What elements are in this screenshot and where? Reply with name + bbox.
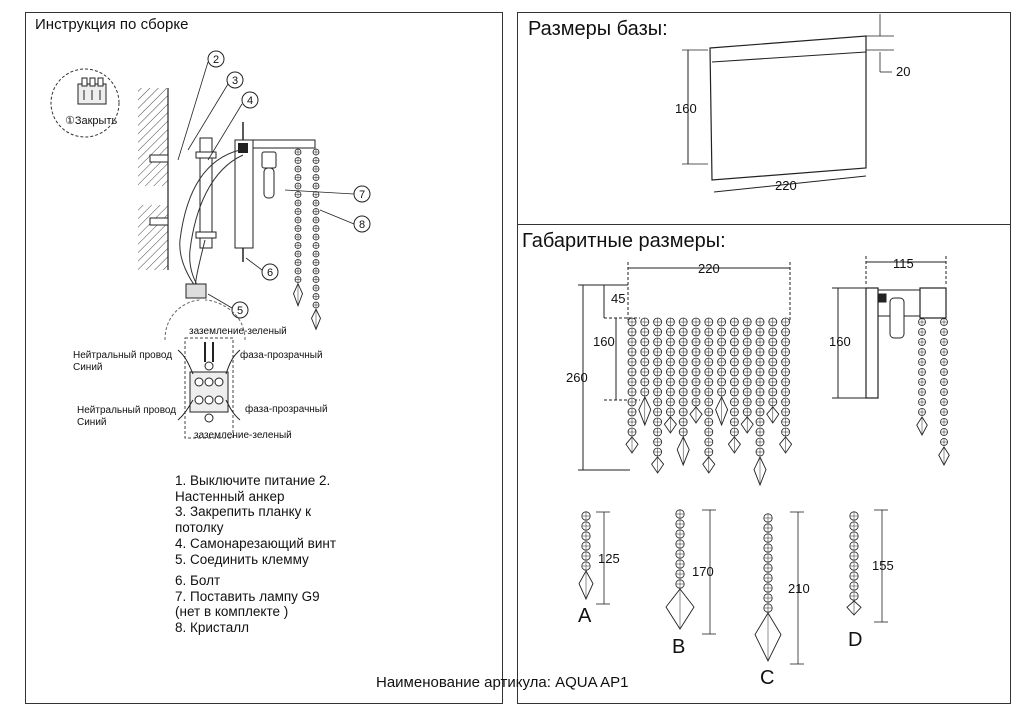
step-1b: Настенный анкер [175,489,285,504]
base-drawing [682,14,894,193]
step-1: 1. Выключите питание 2. [175,473,331,488]
wall-hatch-upper [138,88,168,186]
neutral-bottom-label: Нейтральный провод Синий [77,405,177,428]
callout-7: 7 [359,189,365,201]
neutral-top-label: Нейтральный провод Синий [73,350,173,373]
side-depth-label: 115 [893,256,914,271]
overall-top-offset-label: 45 [611,291,626,306]
overall-front-crystals [625,317,793,487]
overall-total-height-label: 260 [566,370,588,385]
strand-a-length: 125 [598,551,620,566]
phase-bottom-label: фаза-прозрачный [245,404,328,415]
base-dimensions-title: Размеры базы: [528,18,668,40]
step-6: 6. Болт [175,573,221,588]
assembly-instructions-panel [25,12,503,704]
panel-divider [517,224,1011,225]
step-8: 8. Кристалл [175,620,249,635]
g9-lamp-icon [261,151,277,199]
wiring-diagram [164,299,246,439]
strand-b-letter: B [672,636,686,658]
overall-side-crystals [916,318,950,466]
ground-top-label: заземление-зеленый [189,326,287,337]
strand-a-letter: A [578,605,592,627]
callout-3: 3 [232,75,238,87]
phase-top-label: фаза-прозрачный [240,350,323,361]
callout-6: 6 [267,267,273,279]
overall-width-label: 220 [698,261,720,276]
step-4: 4. Самонарезающий винт [175,536,337,551]
wall-anchor-icon [149,154,169,226]
lock-label: ①Закрыть [65,115,118,127]
strand-d-length: 155 [872,558,894,573]
instructions-title: Инструкция по сборке [35,16,189,33]
step-7b: (нет в комплекте ) [175,604,289,619]
step-3: 3. Закрепить планку к [175,504,312,519]
crystal-strands [293,148,321,331]
strand-types [578,509,888,665]
callout-5: 5 [237,305,243,317]
dimensions-panel [517,12,1011,704]
callout-4: 4 [247,95,253,107]
side-height-label: 160 [829,334,851,349]
wall-hatch-lower [138,205,168,270]
strand-c-letter: C [760,667,775,689]
ground-bottom-label: заземление-зеленый [194,430,292,441]
breaker-lock-icon [50,68,120,138]
strand-d-letter: D [848,629,863,651]
base-depth-label: 20 [896,64,911,79]
self-tapping-screw-icon [195,151,217,239]
overall-side-drawing [832,256,947,399]
overall-dimensions-title: Габаритные размеры: [522,230,726,252]
overall-inner-height-label: 160 [593,334,615,349]
callout-8: 8 [359,219,365,231]
terminal-block-small [185,283,207,299]
base-height-label: 160 [675,101,697,116]
callout-numbers: 2 34 7 8 6 5 [177,50,371,319]
step-3b: потолку [175,520,224,535]
step-5: 5. Соединить клемму [175,552,309,567]
step-7: 7. Поставить лампу G9 [175,589,320,604]
strand-b-length: 170 [692,564,714,579]
callout-2: 2 [213,54,219,66]
article-name: Наименование артикула: AQUA AP1 [376,674,629,691]
base-width-label: 220 [775,178,797,193]
fixture-base [234,139,254,249]
strand-c-length: 210 [788,581,810,596]
